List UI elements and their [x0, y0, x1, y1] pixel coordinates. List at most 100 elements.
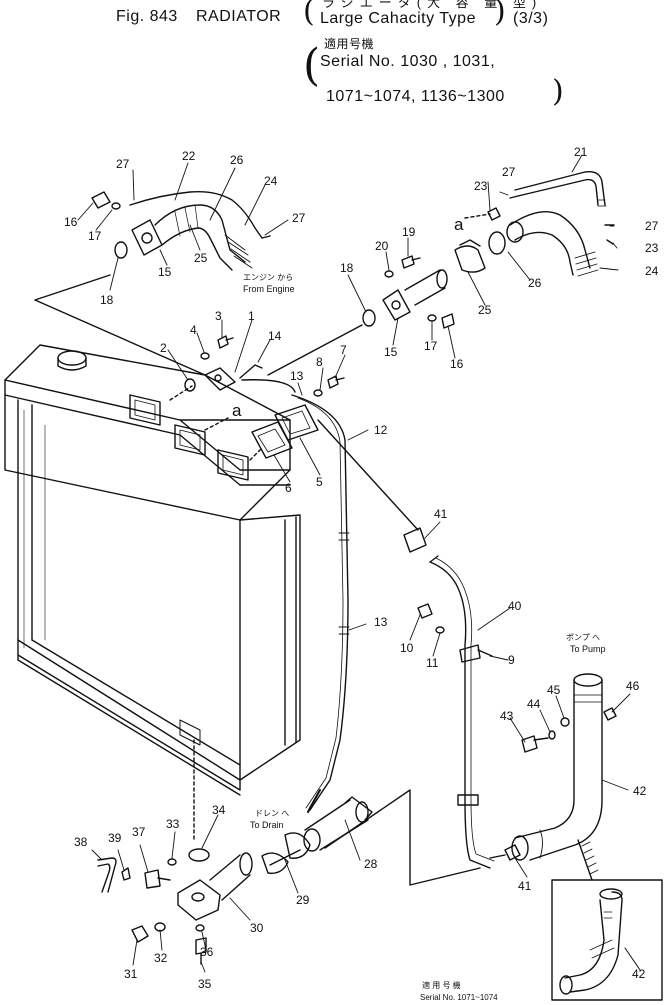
inset-serial-label: Serial No. 1071~1074: [420, 993, 498, 1002]
top-japanese-title: ラジエータ(大 容 量 型): [322, 0, 543, 10]
paren-close-2: ): [552, 74, 564, 109]
callout-14: 14: [268, 329, 282, 343]
water-tube-40: [403, 527, 521, 869]
reference-a-right: a: [454, 215, 464, 234]
callout-39: 39: [108, 831, 122, 845]
callout-10: 10: [400, 641, 414, 655]
callout-11: 11: [426, 656, 439, 670]
callout-41: 41: [434, 507, 448, 521]
callout-41: 41: [518, 879, 532, 893]
reference-line-a: [464, 213, 491, 219]
callout-27: 27: [116, 157, 130, 171]
reference-a-left: a: [232, 401, 242, 420]
inset-variant-box: [551, 879, 663, 1001]
callout-27: 27: [292, 211, 306, 225]
callout-15: 15: [384, 345, 398, 359]
callout-34: 34: [212, 803, 226, 817]
paren-open-2: (: [303, 40, 321, 91]
callout-40: 40: [508, 599, 522, 613]
callout-21: 21: [574, 145, 588, 159]
callout-13: 13: [290, 369, 304, 383]
callout-46: 46: [626, 679, 640, 693]
callout-27: 27: [502, 165, 516, 179]
callout-7: 7: [340, 343, 347, 357]
callout-35: 35: [198, 977, 212, 991]
callout-16: 16: [450, 357, 464, 371]
callout-38: 38: [74, 835, 88, 849]
to-drain-label: To Drain: [250, 820, 284, 830]
callout-24: 24: [264, 174, 278, 188]
from-engine-label: From Engine: [243, 284, 295, 294]
inlet-hose-assembly-right: [362, 171, 615, 329]
callout-43: 43: [500, 709, 514, 723]
leader-dashed-a: [204, 417, 229, 431]
callout-26: 26: [528, 276, 542, 290]
callout-19: 19: [402, 225, 416, 239]
callout-3: 3: [215, 309, 222, 323]
callout-23: 23: [645, 241, 659, 255]
callout-42: 42: [633, 784, 647, 798]
callout-33: 33: [166, 817, 180, 831]
part-callouts: 27 22 26 24 27 16 17 15 25 18 18 20 19 2…: [64, 145, 659, 991]
callout-25: 25: [194, 251, 208, 265]
callout-27: 27: [645, 219, 659, 233]
sheet-label: (3/3): [513, 10, 549, 27]
applicability-jp: 適用号機: [324, 37, 375, 51]
inset-applicability-jp: 適 用 号 機: [422, 980, 461, 990]
figure-number: Fig. 843: [116, 8, 178, 25]
callout-4: 4: [190, 323, 197, 337]
radiator-core: [4, 344, 301, 796]
callout-2: 2: [160, 341, 167, 355]
callout-25: 25: [478, 303, 492, 317]
callout-5: 5: [316, 475, 323, 489]
callout-42: 42: [632, 967, 646, 981]
callout-28: 28: [364, 857, 378, 871]
leader-dashed-6: [249, 447, 263, 461]
callout-12: 12: [374, 423, 388, 437]
drain-tube: [291, 394, 350, 813]
leader-drain-loop: [324, 789, 481, 886]
callout-45: 45: [547, 683, 561, 697]
callout-22: 22: [182, 149, 196, 163]
callout-17: 17: [88, 229, 102, 243]
callout-23: 23: [474, 179, 488, 193]
callout-13: 13: [374, 615, 388, 629]
upper-fittings: [184, 335, 345, 459]
from-engine-jp: エンジン から: [243, 273, 293, 282]
callout-32: 32: [154, 951, 168, 965]
callout-20: 20: [375, 239, 389, 253]
callout-15: 15: [158, 265, 172, 279]
to-drain-jp: ドレン へ: [255, 809, 289, 818]
serial-line-2: 1071~1074, 1136~1300: [326, 88, 505, 105]
figure-title: RADIATOR: [196, 8, 282, 25]
callout-31: 31: [124, 967, 138, 981]
inlet-hose-assembly-left: [91, 190, 271, 271]
callout-29: 29: [296, 893, 310, 907]
callout-leaders: [77, 154, 631, 973]
callout-24: 24: [645, 264, 659, 278]
outlet-pipe-42: [511, 673, 617, 881]
callout-18: 18: [100, 293, 114, 307]
callout-17: 17: [424, 339, 438, 353]
callout-30: 30: [250, 921, 264, 935]
callout-36: 36: [200, 945, 214, 959]
to-pump-label: To Pump: [570, 644, 606, 654]
serial-line-1: Serial No. 1030 , 1031,: [320, 53, 496, 70]
paren-open-1: (: [303, 0, 315, 29]
leader-18-right: [267, 324, 363, 376]
leader-dashed-2: [169, 385, 193, 401]
callout-18: 18: [340, 261, 354, 275]
callout-26: 26: [230, 153, 244, 167]
drain-parts: [97, 739, 373, 965]
paren-close-1: ): [494, 0, 506, 29]
callout-6: 6: [285, 481, 292, 495]
to-pump-jp: ポンプ へ: [566, 633, 600, 642]
callout-8: 8: [316, 355, 323, 369]
callout-1: 1: [248, 309, 255, 323]
callout-44: 44: [527, 697, 541, 711]
variant-label: Large Cahacity Type: [320, 10, 476, 27]
callout-37: 37: [132, 825, 146, 839]
callout-16: 16: [64, 215, 78, 229]
callout-9: 9: [508, 653, 515, 667]
